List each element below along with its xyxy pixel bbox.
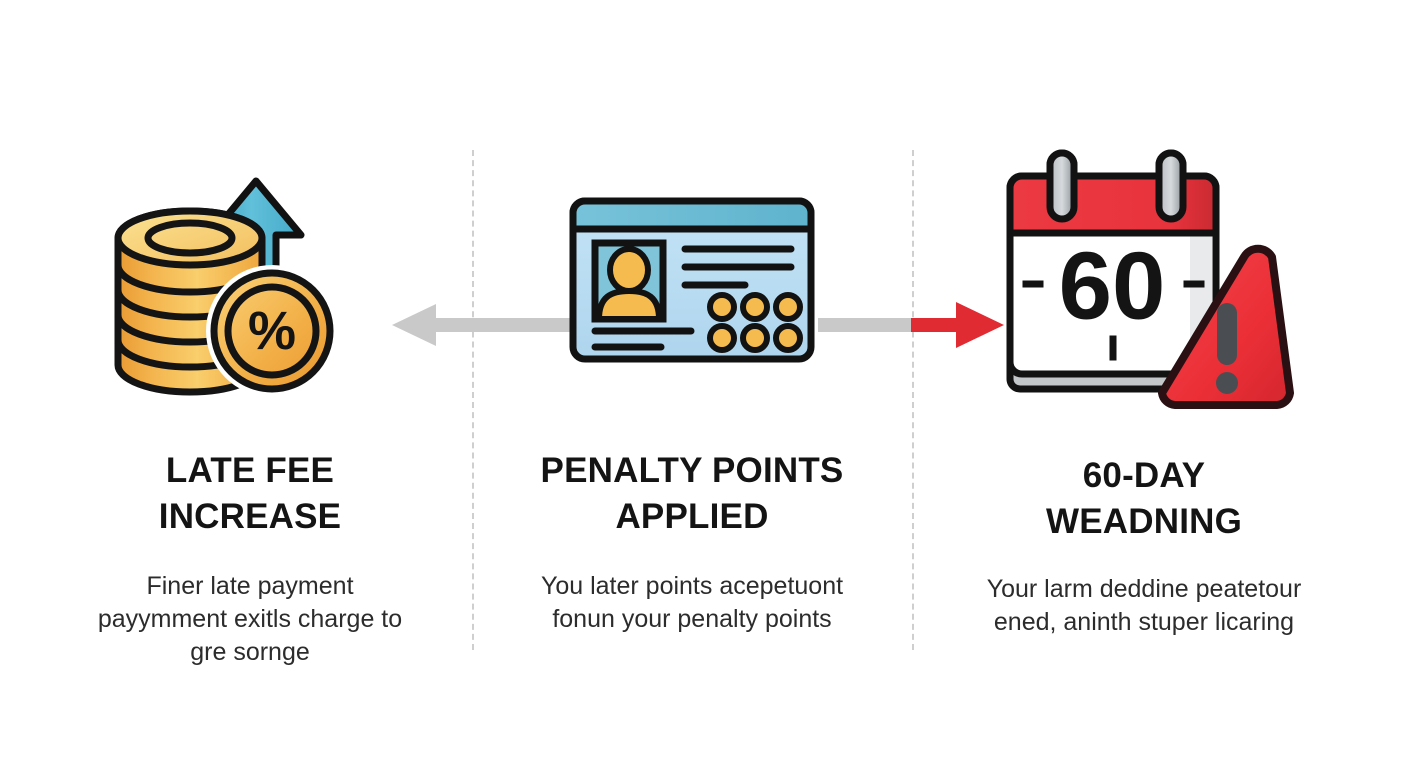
panel-description-penalty-points: You later points acepetuont fonun your p…	[540, 572, 844, 634]
card-avatar	[591, 239, 667, 323]
panel-description-late-fee: Finer late payment payymment exitls char…	[97, 572, 403, 667]
percent-symbol: %	[248, 301, 296, 361]
icon-zone-center	[474, 130, 910, 430]
card-points-dots	[707, 292, 803, 353]
title-line-2: APPLIED	[615, 497, 769, 537]
title-line-1: PENALTY POINTS	[540, 451, 844, 490]
calendar-tick-marks	[1022, 280, 1205, 360]
connector-arrow-left	[384, 300, 584, 350]
title-line-2: WEADNING	[1045, 502, 1243, 542]
panel-penalty-points-applied: PENALTY POINTS APPLIED You later points …	[474, 0, 910, 768]
card-text-lines-bottom	[591, 327, 695, 351]
panel-late-fee-increase: % LATE FEE INCREASE Finer late payment p…	[30, 0, 470, 768]
title-line-1: LATE FEE	[165, 451, 335, 490]
calendar-warning-icon: 60	[1006, 149, 1294, 409]
calendar-day-number: 60	[1059, 232, 1166, 339]
divider-left	[472, 150, 474, 650]
title-line-1: 60-DAY	[1082, 456, 1206, 495]
arrow-right-icon	[818, 302, 1004, 348]
title-line-2: INCREASE	[158, 497, 342, 537]
panel-title-penalty-points: PENALTY POINTS APPLIED	[533, 448, 852, 540]
panel-title-late-fee: LATE FEE INCREASE	[151, 448, 349, 540]
panel-60-day-weadning: 60 60-DAY WEADNING Your larm deddine pea…	[914, 0, 1374, 768]
icon-zone-right: 60	[914, 130, 1374, 430]
divider-right	[912, 150, 914, 650]
connector-arrow-right	[818, 300, 1008, 350]
coin-stack-percent-up-icon: %	[114, 177, 338, 397]
card-text-lines-top	[681, 245, 795, 289]
warning-exclamation-dot	[1216, 371, 1238, 394]
percent-coin-badge-icon: %	[206, 265, 338, 397]
card-top-band	[569, 197, 815, 233]
arrow-left-icon	[392, 304, 584, 346]
icon-zone-left: %	[30, 130, 470, 430]
warning-triangle-icon	[1158, 244, 1294, 409]
warning-exclamation-bar	[1217, 302, 1237, 365]
panel-description-60-day-weadning: Your larm deddine peatetour ened, aninth…	[986, 575, 1302, 637]
id-card-icon	[569, 197, 815, 363]
calendar-rings-front	[1046, 149, 1187, 222]
panel-title-60-day-weadning: 60-DAY WEADNING	[1038, 453, 1250, 545]
